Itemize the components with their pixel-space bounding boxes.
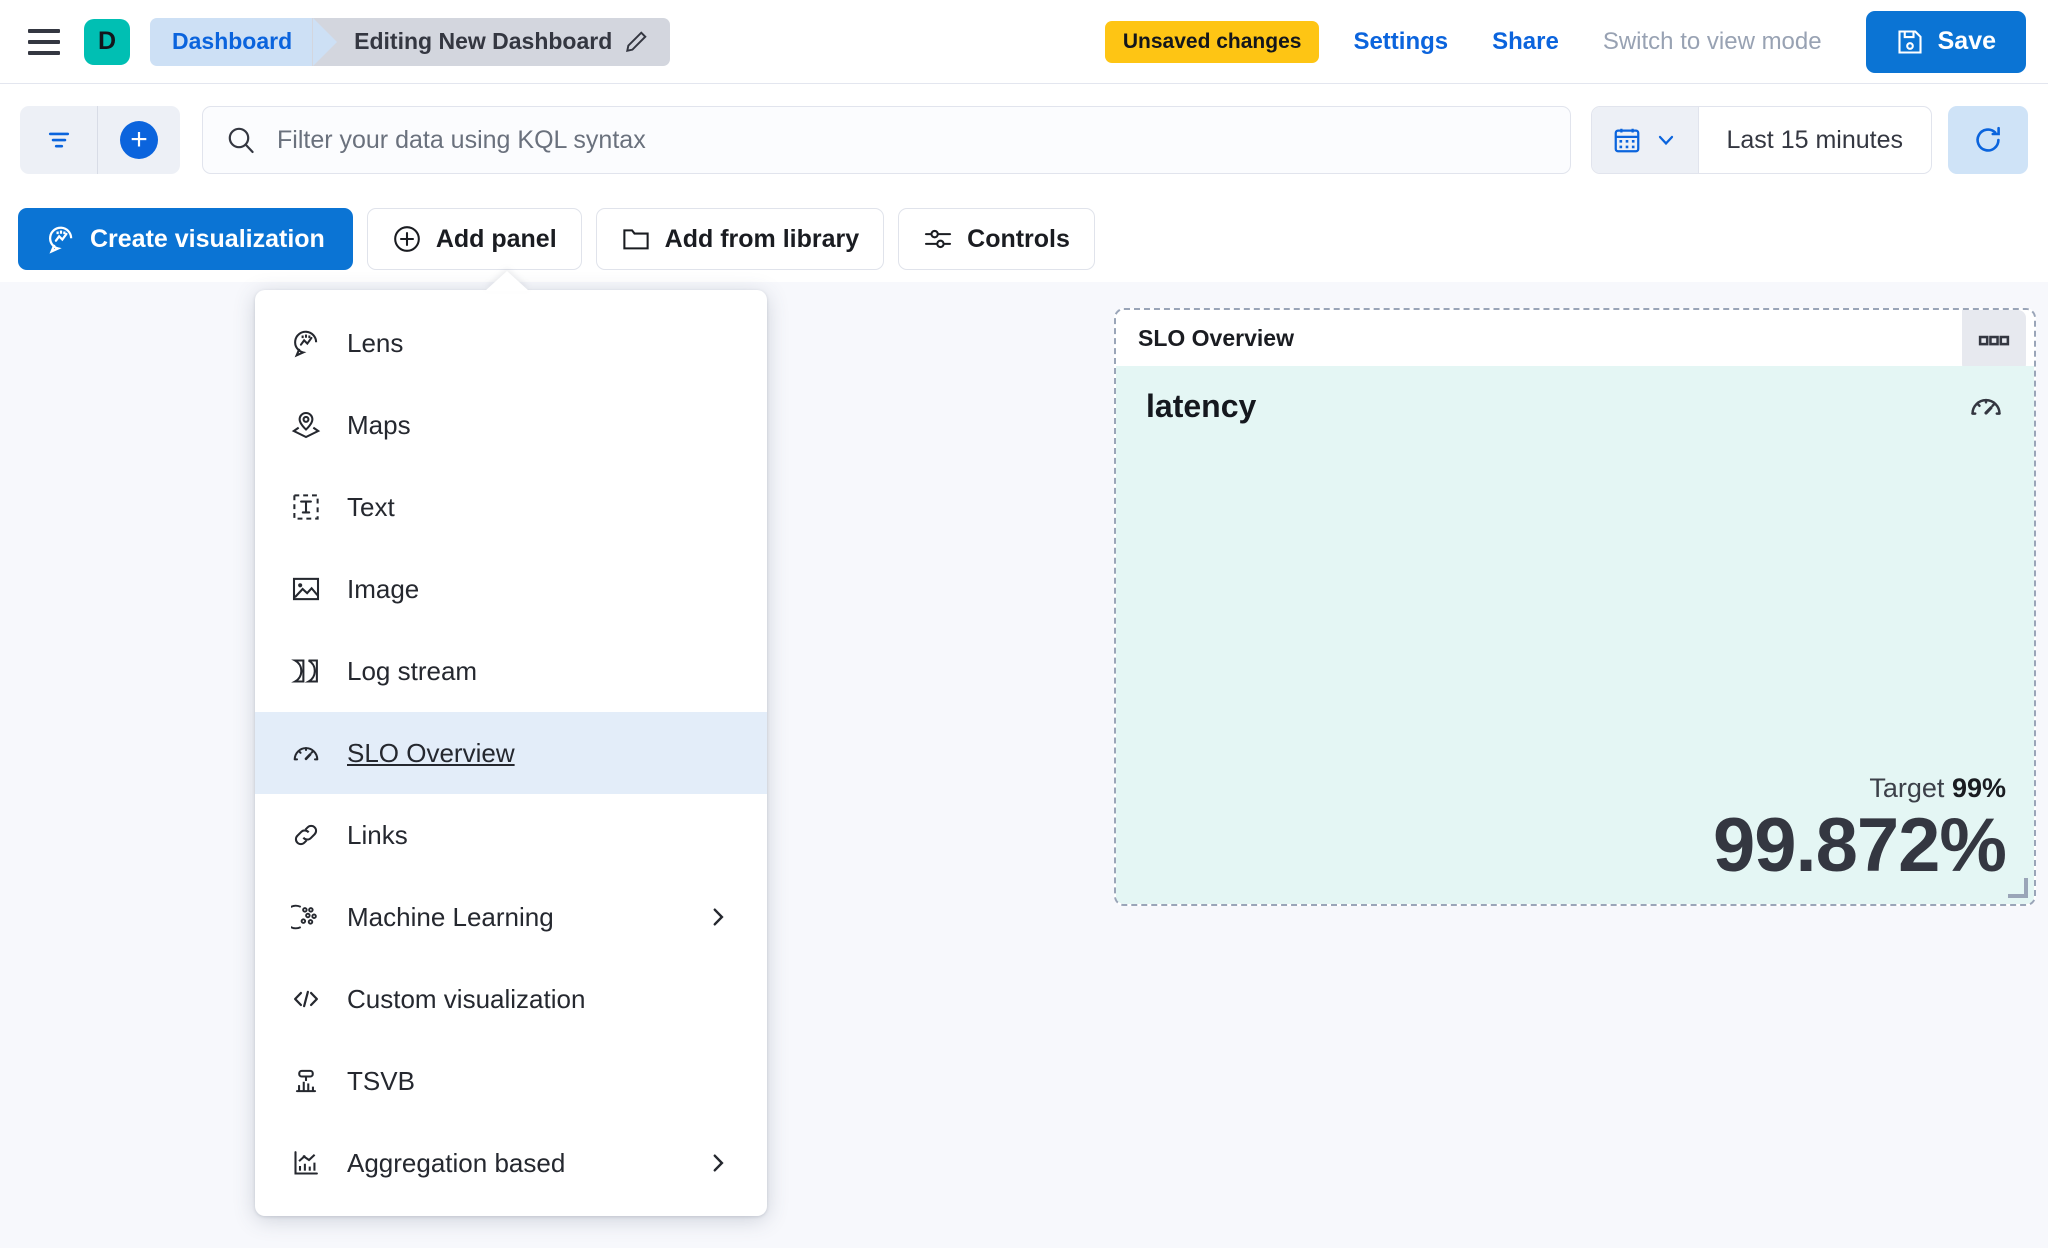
calendar-icon <box>1612 125 1642 155</box>
menu-item-maps[interactable]: Maps <box>255 384 767 466</box>
slo-panel-body: latency <box>1116 366 2034 904</box>
settings-link[interactable]: Settings <box>1353 27 1449 55</box>
aggregation-icon <box>291 1148 321 1178</box>
add-panel-button[interactable]: Add panel <box>366 208 582 270</box>
floppy-disk-icon <box>1896 28 1924 56</box>
avatar[interactable]: D <box>84 18 130 65</box>
folder-icon <box>621 224 651 254</box>
panel-resize-handle[interactable] <box>2008 878 2028 898</box>
slo-target-value: 99% <box>1951 773 2006 803</box>
filter-controls-group: + <box>20 106 180 174</box>
chevron-right-icon <box>705 904 731 930</box>
date-range-label[interactable]: Last 15 minutes <box>1726 125 1904 154</box>
menu-item-image[interactable]: Image <box>255 548 767 630</box>
menu-item-links[interactable]: Links <box>255 794 767 876</box>
popover-arrow <box>485 271 529 291</box>
slo-name: latency <box>1146 388 1257 424</box>
header-actions: Unsaved changes Settings Share Switch to… <box>1104 10 2026 73</box>
dashboard-canvas: Lens Maps <box>0 271 2048 1248</box>
save-button-label: Save <box>1937 27 1996 55</box>
machine-learning-icon <box>291 902 321 932</box>
search-icon <box>225 124 257 156</box>
panel-header: SLO Overview <box>1116 310 2034 372</box>
code-icon <box>291 984 321 1014</box>
query-bar: + <box>0 84 2048 196</box>
menu-item-custom-visualization[interactable]: Custom visualization <box>255 958 767 1040</box>
menu-item-label: Custom visualization <box>347 983 586 1014</box>
controls-button[interactable]: Controls <box>898 208 1095 270</box>
lens-icon <box>46 224 76 254</box>
menu-item-label: Log stream <box>347 655 478 686</box>
log-stream-icon <box>291 656 321 686</box>
save-button[interactable]: Save <box>1865 10 2026 73</box>
menu-item-machine-learning[interactable]: Machine Learning <box>255 876 767 958</box>
breadcrumb: Dashboard Editing New Dashboard <box>150 17 671 66</box>
breadcrumb-dashboard[interactable]: Dashboard <box>150 17 338 66</box>
hamburger-icon[interactable] <box>22 20 66 64</box>
sliders-icon <box>923 224 953 254</box>
filter-options-button[interactable] <box>20 106 98 174</box>
menu-item-aggregation-based[interactable]: Aggregation based <box>255 1122 767 1204</box>
unsaved-changes-badge[interactable]: Unsaved changes <box>1104 20 1320 63</box>
slo-current-value: 99.872% <box>1712 803 2007 888</box>
text-box-icon <box>291 492 321 522</box>
image-icon <box>291 574 321 604</box>
refresh-icon <box>1972 124 2004 156</box>
slo-header-row: latency <box>1146 388 2004 429</box>
menu-item-text[interactable]: Text <box>255 466 767 548</box>
search-input[interactable] <box>277 125 1548 155</box>
menu-item-label: Maps <box>347 409 411 440</box>
tsvb-icon <box>291 1066 321 1096</box>
menu-item-tsvb[interactable]: TSVB <box>255 1040 767 1122</box>
breadcrumb-dashboard-label: Dashboard <box>172 28 293 54</box>
panel-context-menu-icon[interactable] <box>1962 310 2026 372</box>
gauge-icon <box>291 738 321 768</box>
filter-icon <box>45 126 73 154</box>
breadcrumb-editing-label: Editing New Dashboard <box>354 28 613 54</box>
menu-item-label: Aggregation based <box>347 1147 566 1178</box>
slo-target: Target 99% <box>1713 773 2006 804</box>
menu-item-label: Lens <box>347 327 404 358</box>
dashboard-toolbar: Create visualization Add panel Add from … <box>0 196 2048 282</box>
link-icon <box>291 820 321 850</box>
refresh-button[interactable] <box>1948 106 2028 174</box>
slo-overview-panel[interactable]: SLO Overview latency <box>1114 308 2036 906</box>
menu-item-label: Links <box>347 819 408 850</box>
slo-metrics: Target 99% 99.872% <box>1712 773 2007 888</box>
switch-to-view-mode-link[interactable]: Switch to view mode <box>1602 27 1822 55</box>
menu-item-lens[interactable]: Lens <box>255 302 767 384</box>
chevron-down-icon <box>1654 128 1678 152</box>
menu-item-log-stream[interactable]: Log stream <box>255 630 767 712</box>
add-filter-button[interactable]: + <box>98 106 180 174</box>
add-from-library-label: Add from library <box>664 224 860 253</box>
plus-in-circle-icon <box>392 224 422 254</box>
slo-target-label: Target <box>1869 773 1945 803</box>
create-visualization-button[interactable]: Create visualization <box>18 208 353 270</box>
panel-title: SLO Overview <box>1138 324 1294 351</box>
menu-item-label: Machine Learning <box>347 901 554 932</box>
date-quick-select-button[interactable] <box>1591 107 1699 173</box>
plus-circle-icon: + <box>120 121 158 159</box>
add-panel-menu: Lens Maps <box>255 271 767 1216</box>
breadcrumb-editing-dashboard[interactable]: Editing New Dashboard <box>312 17 671 66</box>
map-marker-layers-icon <box>291 410 321 440</box>
date-picker-group: Last 15 minutes <box>1590 106 1932 174</box>
controls-label: Controls <box>967 224 1070 253</box>
gauge-icon <box>1968 388 2004 429</box>
share-link[interactable]: Share <box>1492 27 1559 55</box>
menu-item-label: Image <box>347 573 420 604</box>
menu-item-label: SLO Overview <box>347 737 515 768</box>
menu-item-slo-overview[interactable]: SLO Overview <box>255 712 767 794</box>
lens-icon <box>291 328 321 358</box>
menu-item-label: Text <box>347 491 395 522</box>
chevron-right-icon <box>705 1150 731 1176</box>
add-panel-label: Add panel <box>435 224 557 253</box>
add-from-library-button[interactable]: Add from library <box>595 208 885 270</box>
menu-item-label: TSVB <box>347 1065 415 1096</box>
global-header: D Dashboard Editing New Dashboard Unsave… <box>0 0 2048 84</box>
pencil-icon[interactable] <box>624 30 648 54</box>
create-visualization-label: Create visualization <box>90 224 325 253</box>
search-bar[interactable] <box>202 106 1571 174</box>
